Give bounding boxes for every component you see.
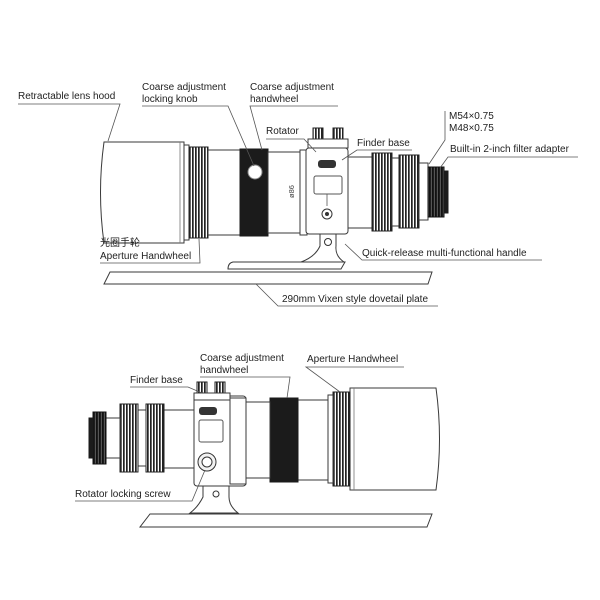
label-rotator: Rotator — [266, 126, 299, 137]
leader-filter-adapter — [439, 156, 578, 169]
focus-ring-front — [371, 152, 393, 232]
coarse-adjustment-locking-knob — [247, 164, 263, 180]
rear-step-bottom — [105, 417, 121, 459]
leader-locking-knob — [142, 105, 255, 167]
focus-ring-rear — [398, 154, 420, 229]
handle-pivot — [324, 238, 332, 246]
focus-ring-spacer — [391, 157, 400, 227]
label-handwheel-line2: handwheel — [250, 94, 298, 105]
lens-hood-bottom — [349, 387, 440, 491]
rotator-clamp-bottom — [193, 381, 247, 487]
leader-finder-base-bottom — [130, 386, 203, 394]
leader-thread — [428, 136, 446, 165]
clamp-block — [313, 175, 343, 195]
handle-foot — [227, 261, 346, 270]
label-handwheel-line1: Coarse adjustment — [250, 82, 334, 93]
aperture-lip-bottom — [327, 394, 334, 484]
label-aperture-handwheel-bottom: Aperture Handwheel — [307, 354, 398, 365]
filter-adapter-bottom — [92, 411, 107, 465]
leader-rotator-locking-screw — [75, 469, 206, 502]
clamp-hex-screw-center — [325, 212, 329, 216]
lens-body-rear — [347, 156, 373, 229]
label-handwheel-bottom-line2: handwheel — [200, 365, 248, 376]
clamp-block-bottom — [198, 419, 224, 443]
focus-ring-rear-bottom — [145, 403, 165, 473]
label-locking-knob-line1: Coarse adjustment — [142, 82, 226, 93]
focus-ring-front-bottom — [119, 403, 139, 473]
lens-hood-lip — [183, 144, 190, 241]
dovetail-plate — [103, 271, 433, 285]
clamp-badge — [318, 160, 336, 168]
label-filter-adapter: Built-in 2-inch filter adapter — [450, 144, 570, 155]
lens-body-mid-bottom — [245, 401, 271, 479]
finder-base-bottom — [193, 392, 231, 401]
finder-knob-right — [332, 127, 344, 141]
lens-body-mid — [267, 151, 301, 234]
leader-finder-base — [341, 149, 412, 161]
leader-aperture-handwheel-bottom — [304, 366, 404, 393]
handle-pivot-bottom — [212, 490, 220, 498]
finder-knob-right-bottom — [214, 381, 226, 395]
leader-dovetail-plate — [255, 283, 438, 307]
coarse-adjustment-handwheel — [239, 148, 269, 237]
label-rotator-locking-screw: Rotator locking screw — [75, 489, 171, 500]
label-lens-hood: Retractable lens hood — [18, 91, 115, 102]
finder-knob-left — [312, 127, 324, 141]
coarse-adjustment-handwheel-bottom — [269, 397, 299, 483]
focus-ring-spacer-bottom — [137, 409, 147, 467]
leader-handwheel-bottom — [200, 376, 291, 399]
finder-knob-left-bottom — [196, 381, 208, 395]
top-view: ø86 Retractable lens hood Coarse a — [18, 82, 578, 307]
filter-adapter-cap — [443, 170, 449, 214]
aperture-handwheel — [188, 146, 209, 239]
diameter-mark: ø86 — [287, 185, 296, 198]
filter-adapter-cap-bottom — [88, 417, 94, 459]
label-thread-m48: M48×0.75 — [449, 123, 494, 134]
label-finder-base-bottom: Finder base — [130, 375, 183, 386]
label-aperture-handwheel-cn: 光圈手轮 — [100, 236, 140, 249]
label-handwheel-bottom-line1: Coarse adjustment — [200, 353, 284, 364]
lens-body-front-bottom — [297, 399, 329, 481]
label-handle: Quick-release multi-functional handle — [362, 248, 527, 259]
leader-lens-hood — [18, 103, 121, 142]
label-finder-base: Finder base — [357, 138, 410, 149]
lens-body-front — [207, 149, 241, 236]
filter-adapter — [427, 166, 445, 218]
aperture-handwheel-bottom — [332, 391, 351, 487]
leader-aperture-handwheel — [100, 238, 201, 264]
label-thread-m54: M54×0.75 — [449, 111, 494, 122]
clamp-badge-bottom — [199, 407, 217, 415]
dovetail-plate-bottom — [138, 513, 433, 528]
leader-handwheel — [249, 105, 338, 151]
rear-step — [418, 162, 429, 221]
finder-base — [307, 138, 349, 149]
label-dovetail-plate: 290mm Vixen style dovetail plate — [282, 294, 428, 305]
lens-body-rear-bottom — [163, 409, 195, 469]
bottom-view: Coarse adjustment handwheel Aperture Han… — [75, 353, 440, 528]
lens-hood — [100, 141, 185, 244]
rotator-clamp — [305, 127, 349, 235]
label-locking-knob-line2: locking knob — [142, 94, 198, 105]
clamp-ring-bottom — [229, 397, 247, 485]
quick-release-handle-bottom — [188, 485, 240, 514]
label-aperture-handwheel: Aperture Handwheel — [100, 251, 191, 262]
rotator-locking-screw-center — [201, 456, 213, 468]
leader-rotator — [266, 138, 317, 153]
leader-handle — [344, 243, 542, 261]
